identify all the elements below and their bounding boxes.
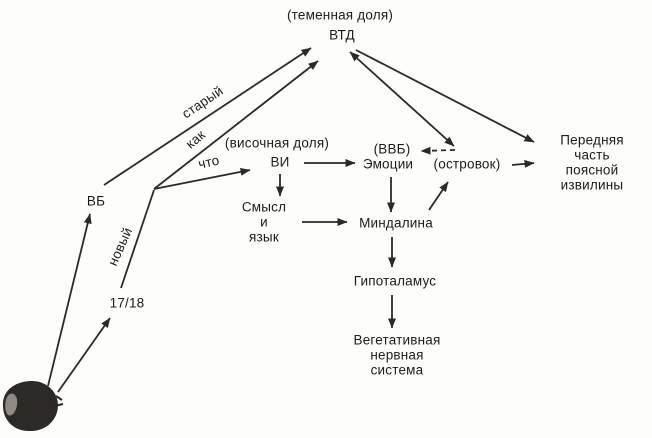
node-meaning-language: Смысл и язык <box>241 199 287 245</box>
node-cingulate: Передняя часть поясной извилины <box>560 132 624 192</box>
edge-what-pathway-to-vi <box>153 167 251 190</box>
node-area-17-18: 17/18 <box>109 295 145 311</box>
edge-old-pathway-to-vtd <box>103 47 312 186</box>
node-autonomic-system: Вегетативная нервная система <box>353 332 441 378</box>
node-vvb: (ВВБ) <box>373 141 411 157</box>
node-hypothalamus: Гипоталамус <box>353 273 437 289</box>
edge-new-pathway <box>120 189 155 289</box>
edge-eye-to-vb <box>47 213 92 387</box>
node-temporal-caption: (височная доля) <box>224 135 330 151</box>
edge-amygdala-to-insula <box>428 181 449 211</box>
edge-insula-to-cingulate <box>511 159 535 168</box>
node-vtd: ВТД <box>329 27 355 43</box>
node-parietal-caption: (теменная доля) <box>286 7 394 23</box>
node-insula: (островок) <box>433 156 501 172</box>
node-amygdala: Миндалина <box>359 215 433 231</box>
edge-to-vvb <box>420 146 456 155</box>
node-emotions: Эмоции <box>362 156 414 172</box>
node-vb: ВБ <box>86 193 106 209</box>
node-vi: ВИ <box>270 154 290 170</box>
edge-vtd-to-cingulate <box>355 49 535 143</box>
edge-vtd-insula-two-way <box>349 51 455 147</box>
eye-icon <box>2 380 64 432</box>
edge-eye-to-17-18 <box>57 317 111 393</box>
edge-how-pathway-to-vtd <box>153 60 319 190</box>
